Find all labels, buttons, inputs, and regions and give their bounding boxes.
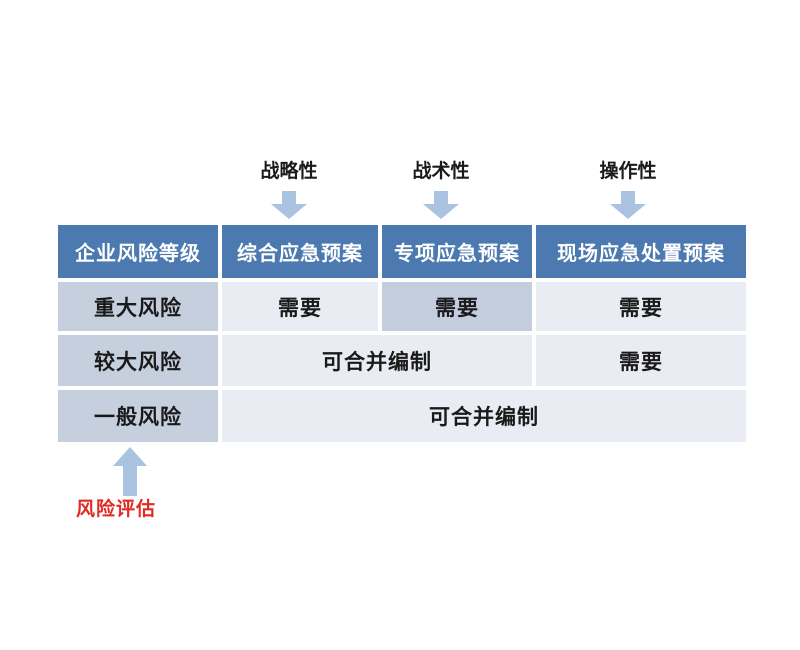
cell-general-merged: 可合并编制 (222, 390, 746, 442)
header-cell-special-plan: 专项应急预案 (382, 225, 532, 278)
down-arrow-icon (610, 191, 646, 219)
cell-major-onsite: 需要 (536, 282, 746, 331)
header-cell-comprehensive-plan: 综合应急预案 (222, 225, 378, 278)
cell-larger-onsite: 需要 (536, 335, 746, 386)
row-major-risk-level: 重大风险 (58, 282, 218, 331)
risk-assessment-label: 风险评估 (76, 498, 157, 520)
up-arrow-icon (113, 447, 147, 496)
down-arrow-icon (423, 191, 459, 219)
operational-label: 操作性 (599, 160, 657, 182)
plan-type-tactical: 战术性 (371, 158, 511, 222)
plan-type-strategic: 战略性 (219, 158, 359, 222)
cell-larger-merged: 可合并编制 (222, 335, 532, 386)
header-cell-risk-level: 企业风险等级 (58, 225, 218, 278)
cell-major-comprehensive: 需要 (222, 282, 378, 331)
plan-type-operational: 操作性 (558, 158, 698, 222)
strategic-label: 战略性 (260, 160, 318, 182)
row-general-risk-level: 一般风险 (58, 390, 218, 442)
cell-major-special: 需要 (382, 282, 532, 331)
header-cell-onsite-plan: 现场应急处置预案 (536, 225, 746, 278)
tactical-label: 战术性 (412, 160, 470, 182)
row-larger-risk-level: 较大风险 (58, 335, 218, 386)
risk-plan-table: 企业风险等级 综合应急预案 专项应急预案 现场应急处置预案 重大风险 需要 需要… (58, 225, 746, 442)
down-arrow-icon (271, 191, 307, 219)
